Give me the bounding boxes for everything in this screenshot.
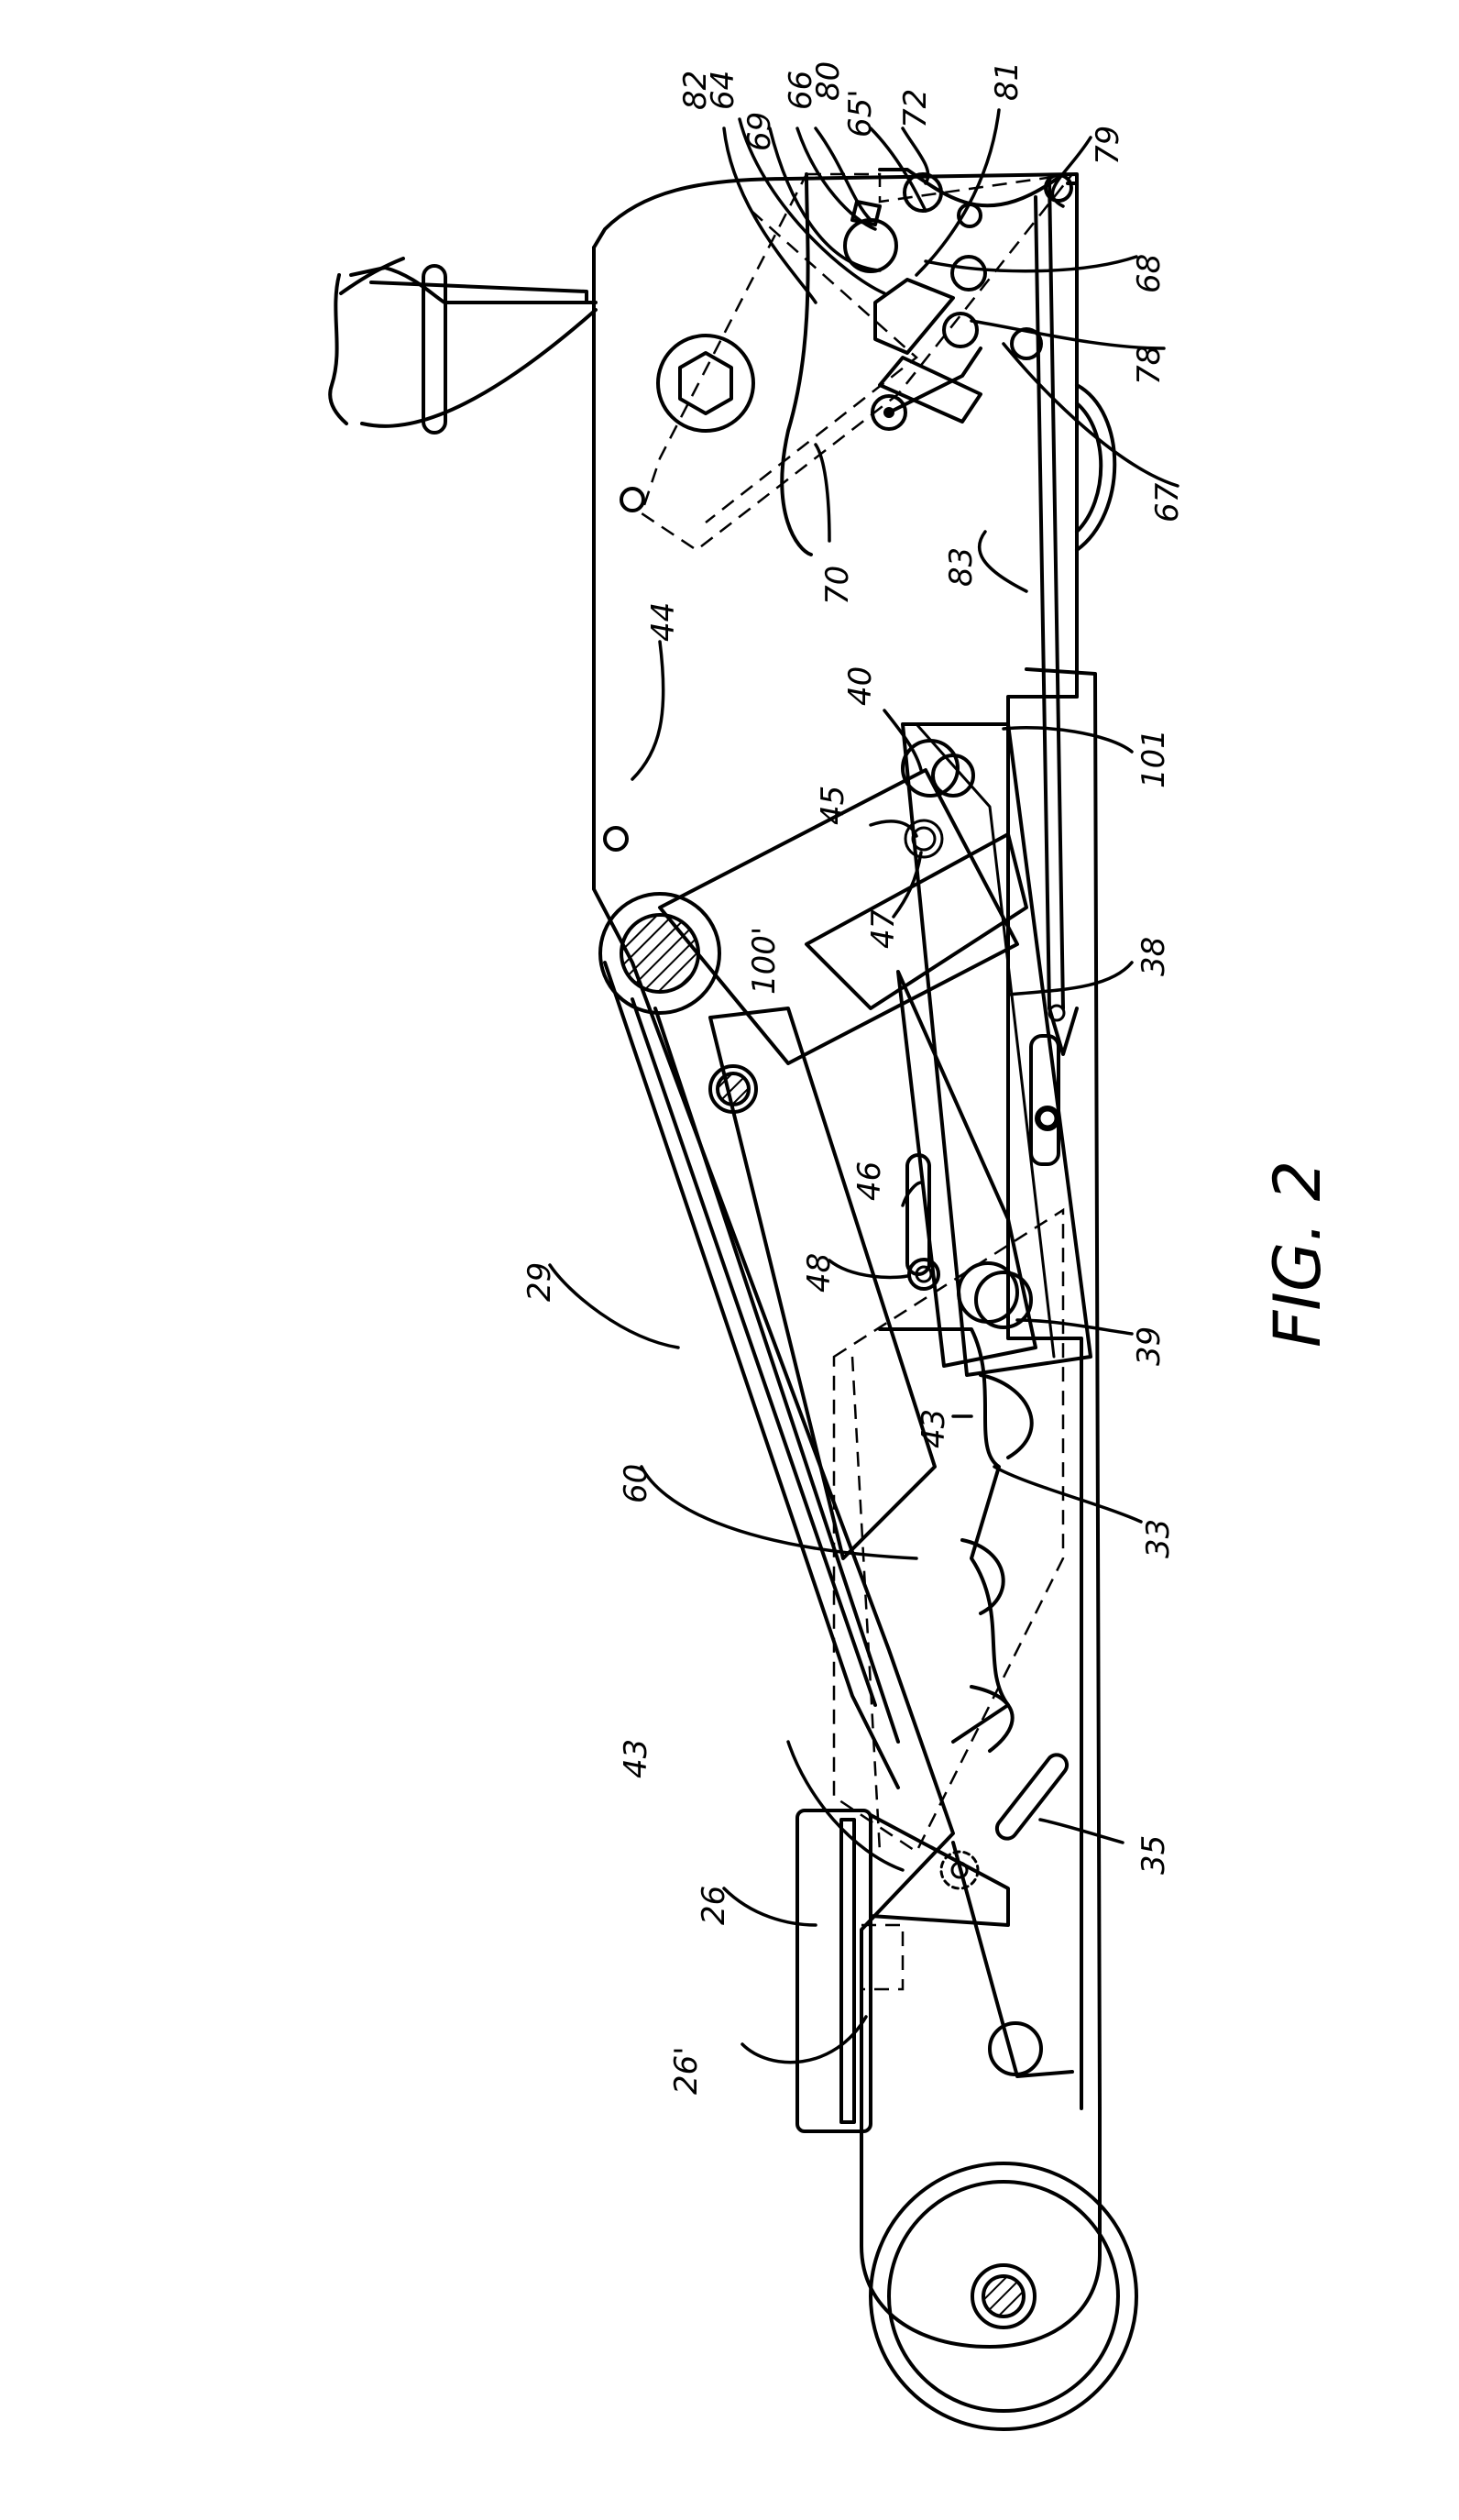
- ref-45: 45: [815, 786, 851, 825]
- ref-64: 64: [705, 71, 741, 110]
- ref-72: 72: [897, 89, 934, 128]
- latch-mechanism: [640, 168, 1079, 1056]
- ref-33: 33: [1140, 1519, 1177, 1558]
- ref-80: 80: [810, 61, 847, 101]
- ref-60: 60: [618, 1464, 654, 1503]
- ref-78: 78: [1131, 346, 1168, 385]
- rear-wheel: [869, 2162, 1138, 2431]
- ref-43-lower: 43: [618, 1739, 654, 1778]
- ref-70: 70: [819, 566, 856, 605]
- figure-caption: FIG. 2: [1260, 1161, 1335, 1348]
- leader-lines: [548, 108, 1179, 2064]
- slot-35: [994, 1753, 1070, 1841]
- ref-82: 82: [677, 71, 714, 110]
- foot-26: [795, 1809, 905, 2133]
- ref-40: 40: [842, 666, 879, 706]
- pin-39: [957, 1261, 1033, 1329]
- ref-66: 66: [783, 71, 819, 110]
- ref-46: 46: [851, 1161, 888, 1201]
- front-wheel-partial: [1075, 383, 1117, 552]
- ref-79: 79: [1090, 126, 1126, 165]
- small-holes: [603, 487, 1060, 1131]
- ref-69: 69: [741, 112, 778, 151]
- main-pivot: [598, 892, 721, 1015]
- ref-29: 29: [521, 1262, 558, 1302]
- ref-67: 67: [1149, 482, 1186, 523]
- lower-pivot: [869, 1813, 1010, 1927]
- ref-47: 47: [865, 908, 902, 949]
- ref-35: 35: [1135, 1835, 1172, 1875]
- ref-48: 48: [801, 1253, 838, 1293]
- hex-bolt: [656, 334, 755, 433]
- ref-38: 38: [1135, 937, 1172, 976]
- ref-81: 81: [989, 61, 1026, 101]
- arm-29: [603, 961, 937, 1789]
- ref-39: 39: [1131, 1326, 1168, 1366]
- rack-33: [832, 1207, 1065, 1854]
- handle-tube: [328, 257, 598, 435]
- ref-26: 26: [696, 1886, 732, 1925]
- ref-83: 83: [943, 547, 980, 587]
- ref-68: 68: [1131, 254, 1168, 293]
- ref-44: 44: [645, 602, 682, 642]
- ref-65-prime: 65': [842, 89, 879, 138]
- ref-101: 101: [1135, 729, 1172, 788]
- ref-26-prime: 26': [668, 2046, 705, 2095]
- ref-100-prime: 100': [746, 927, 783, 995]
- ref-43-upper: 43: [916, 1409, 952, 1448]
- slot-46: [905, 1153, 940, 1291]
- reference-labels: 82 64 66 80 69 65' 72 81 79 68 78 67 70 …: [521, 61, 1186, 2095]
